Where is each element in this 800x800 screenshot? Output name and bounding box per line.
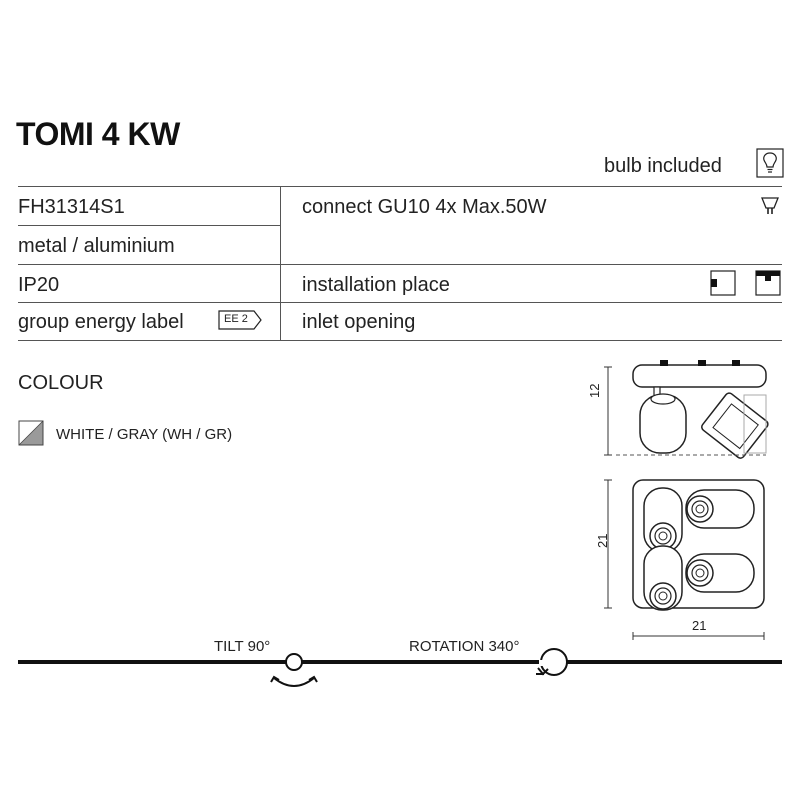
side-height-label: 12 xyxy=(587,383,602,398)
energy-label-icon: EE 2 xyxy=(218,310,262,330)
wall-mount-icon xyxy=(710,270,736,296)
ip-rating: IP20 xyxy=(18,274,60,296)
table-rule xyxy=(18,302,782,303)
table-rule xyxy=(18,225,280,226)
ceiling-mount-icon xyxy=(755,270,781,296)
table-rule xyxy=(18,264,782,265)
rotation-icon xyxy=(530,644,574,688)
installation-place: installation place xyxy=(302,274,450,296)
inlet-opening: inlet opening xyxy=(302,311,416,333)
bulb-icon xyxy=(756,148,784,178)
colour-option-label: WHITE / GRAY (WH / GR) xyxy=(56,426,233,443)
table-divider xyxy=(280,186,281,340)
tilt-icon xyxy=(262,648,326,690)
gu10-icon xyxy=(760,196,780,216)
bulb-included-label: bulb included xyxy=(604,155,722,177)
energy-label-text: group energy label xyxy=(18,311,184,333)
connect-spec: connect GU10 4x Max.50W xyxy=(302,196,547,218)
table-rule xyxy=(18,340,782,341)
tilt-label: TILT 90° xyxy=(214,638,271,655)
side-view-drawing xyxy=(588,355,788,465)
product-title: TOMI 4 KW xyxy=(16,116,180,152)
material-value: metal / aluminium xyxy=(18,235,175,257)
table-rule xyxy=(18,186,782,187)
product-code: FH31314S1 xyxy=(18,196,125,218)
top-height-label: 21 xyxy=(595,533,610,548)
colour-swatch xyxy=(18,420,44,446)
energy-badge-label: EE 2 xyxy=(224,313,248,325)
feature-baseline xyxy=(18,660,782,664)
top-view-drawing xyxy=(588,474,788,644)
top-width-label: 21 xyxy=(692,618,707,633)
colour-title: COLOUR xyxy=(18,372,104,394)
rotation-label: ROTATION 340° xyxy=(409,638,520,655)
